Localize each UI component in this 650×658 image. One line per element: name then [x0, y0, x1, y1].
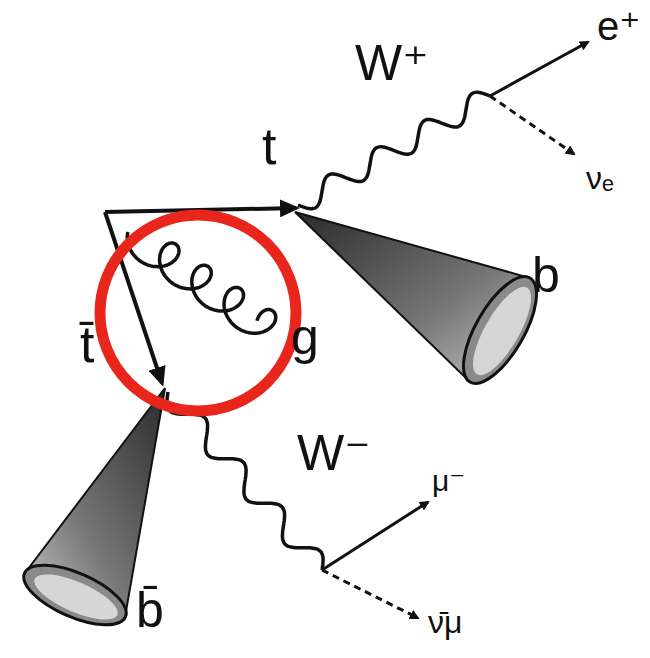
highlight-circle [100, 215, 296, 411]
b-jet-cone [295, 212, 551, 394]
antineutrino-line [322, 570, 418, 618]
neutrino-label: νₑ [586, 162, 614, 194]
top-label: t [262, 120, 276, 172]
antitop-label: t̄ [80, 318, 94, 370]
gluon-coil [127, 232, 275, 333]
muon-label: μ⁻ [432, 466, 465, 496]
muon-line [322, 502, 428, 570]
bbar-jet-cone [16, 388, 165, 637]
positron-line [490, 42, 588, 96]
w-minus-label: W⁻ [297, 428, 371, 478]
b-label: b [532, 250, 560, 300]
w-plus-wave [298, 92, 490, 209]
neutrino-line [490, 96, 574, 154]
positron-label: e⁺ [597, 6, 640, 46]
antineutrino-label: ν̄μ [428, 606, 462, 638]
w-plus-label: W⁺ [355, 38, 429, 88]
bbar-label: b̄ [136, 585, 164, 635]
w-minus-wave [167, 392, 323, 570]
gluon-label: g [291, 312, 319, 362]
